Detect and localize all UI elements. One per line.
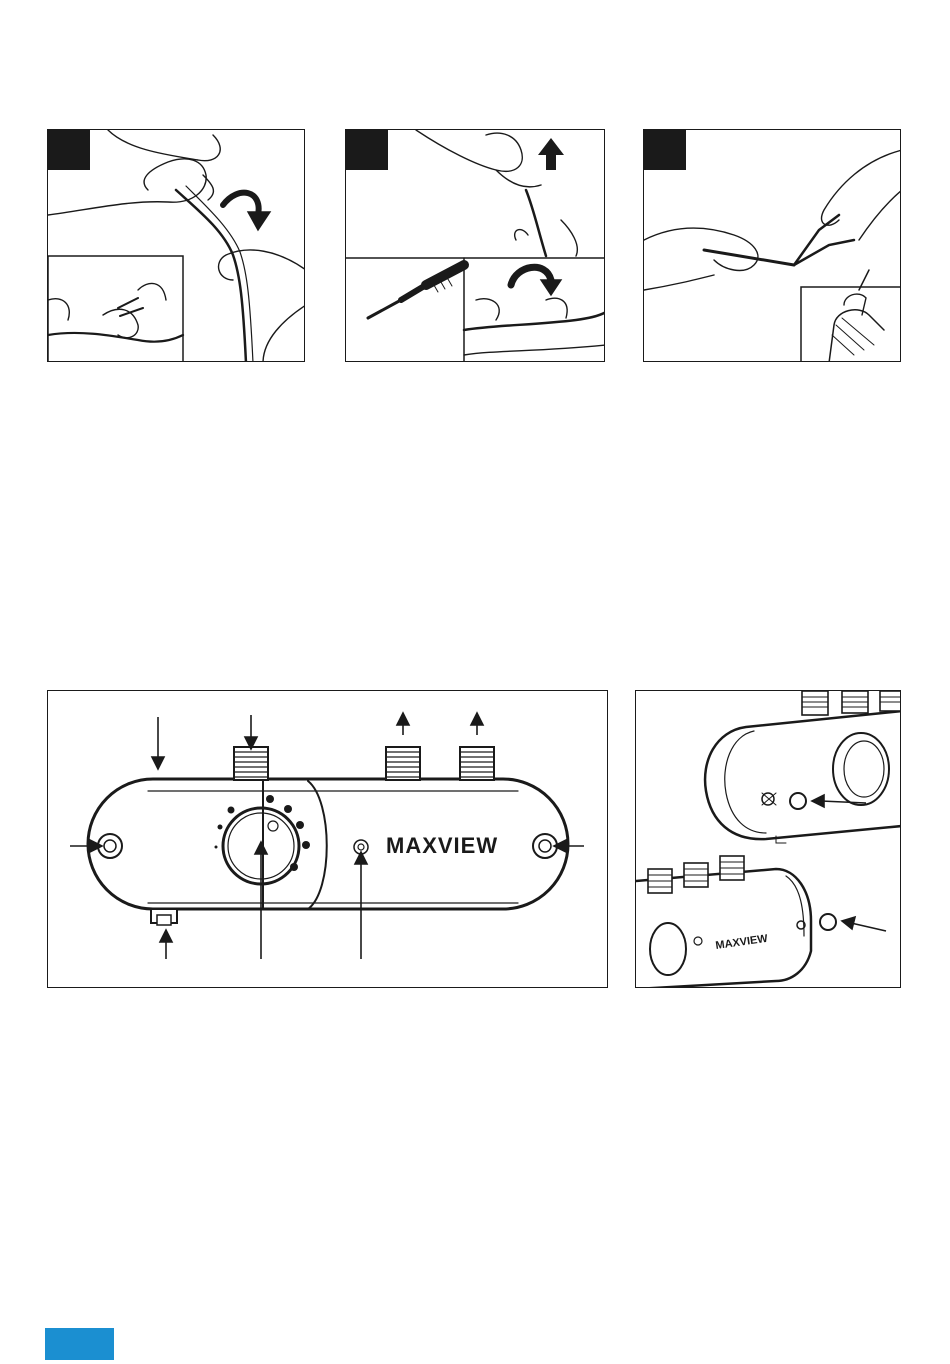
step-2-illustration [345,129,605,362]
step-3-illustration [643,129,901,362]
step-3-drawing [644,130,901,362]
maxview-logo: MAXVIEW [386,833,498,858]
page-tab-marker [45,1328,114,1360]
amplifier-front-diagram: MAXVIEW [47,690,608,988]
amplifier-perspective-drawing: MAXVIEW [636,691,901,988]
maxview-logo-small: MAXVIEW [715,933,769,952]
step-2-drawing [346,130,605,362]
amplifier-front-drawing: MAXVIEW [48,691,608,988]
amplifier-perspective-diagram: MAXVIEW [635,690,901,988]
step-1-drawing [48,130,305,362]
step-1-illustration [47,129,305,362]
